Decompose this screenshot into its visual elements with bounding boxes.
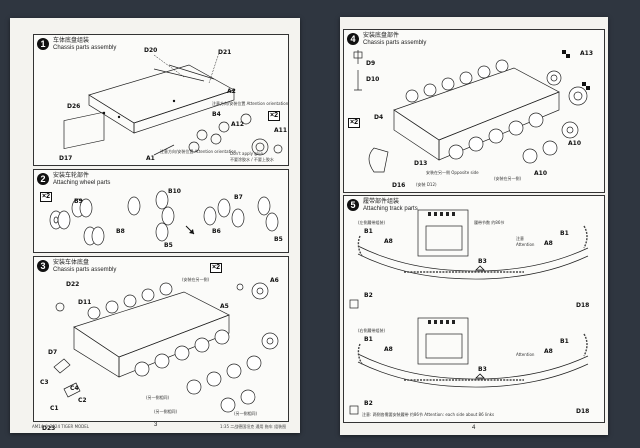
page-number: 3	[154, 422, 158, 428]
track-part-label: B1	[364, 336, 373, 343]
part-label: D26	[67, 103, 81, 110]
track-part-label: A8	[384, 238, 393, 245]
assembly-note: 注意方向/安装位置 Attention orientation	[212, 101, 289, 106]
chassis-assembly-drawing	[353, 50, 590, 173]
track-part-label: D18	[576, 408, 590, 415]
part-label: D9	[366, 60, 376, 67]
track-part-label: B1	[364, 228, 373, 235]
page-footer-left: AM14 © 2024 TIGER MODEL	[32, 424, 90, 429]
part-label: C4	[70, 385, 79, 392]
part-label: D20	[144, 47, 158, 54]
track-part-label: B3	[478, 366, 487, 373]
step-number: 1	[37, 38, 49, 50]
part-label: A1	[146, 155, 155, 162]
assembly-note: (另一侧相同)	[154, 409, 178, 414]
quantity-badge: ×2	[268, 111, 280, 121]
step-number: 4	[347, 33, 359, 45]
assembly-note: (安装在另一侧)	[182, 277, 210, 282]
part-label: B6	[212, 228, 221, 235]
part-label: D17	[59, 155, 73, 162]
page-number: 4	[472, 425, 476, 431]
track-part-label: B3	[478, 258, 487, 265]
page-footer-right: 1:35 二战德国坦克 通用 拖车 组装图	[220, 424, 287, 429]
track-part-label: B1	[560, 230, 569, 237]
assembly-note: (另一侧相同)	[146, 395, 170, 400]
part-label: B5	[274, 236, 283, 243]
part-label: B9	[74, 198, 83, 205]
part-label: D22	[66, 281, 80, 288]
assembly-note: 不要涂胶水 / 不要上胶水	[230, 157, 274, 162]
track-part-label: A8	[384, 346, 393, 353]
part-label: D23	[42, 425, 56, 432]
step-number: 2	[37, 173, 49, 185]
assembly-note: 安装在另一侧 Opposite side	[426, 170, 479, 175]
assembly-note: (安装 D12)	[416, 182, 437, 187]
part-label: D10	[366, 76, 380, 83]
track-assembly-drawing	[349, 209, 589, 415]
part-label: C3	[40, 379, 49, 386]
assembly-note: (另一侧相同)	[234, 411, 258, 416]
quantity-badge: ×2	[40, 192, 52, 202]
part-label: B7	[234, 194, 243, 201]
part-label: B5	[164, 242, 173, 249]
part-label: A10	[534, 170, 547, 177]
track-count-note: 履带节数 约86节	[474, 220, 505, 225]
part-label: C1	[50, 405, 59, 412]
step-number: 5	[347, 199, 359, 211]
track-part-label: B2	[364, 400, 373, 407]
part-label: D7	[48, 349, 58, 356]
part-label: A5	[220, 303, 229, 310]
part-label: D4	[374, 114, 384, 121]
part-label: A11	[274, 127, 287, 134]
track-note: (右侧履带组装)	[358, 328, 386, 333]
part-label: A10	[568, 140, 581, 147]
part-label: C2	[78, 397, 87, 404]
assembly-note: 注意方向/安装位置 Attention orientation	[160, 149, 237, 154]
track-part-label: B1	[560, 338, 569, 345]
quantity-badge: ×2	[348, 118, 360, 128]
attention-note: Attention	[516, 352, 535, 357]
attention-note: Attention	[516, 242, 535, 247]
step-number: 3	[37, 260, 49, 272]
part-label: A2	[227, 88, 236, 95]
assembly-note: (安装在另一侧)	[494, 176, 522, 181]
quantity-badge: ×2	[210, 263, 222, 273]
part-label: D21	[218, 49, 232, 56]
part-label: A6	[270, 277, 279, 284]
part-label: B4	[212, 111, 221, 118]
chassis-hull-drawing	[63, 52, 283, 156]
track-part-label: B2	[364, 292, 373, 299]
chassis-with-wheels-drawing	[53, 282, 279, 413]
part-label: B8	[116, 228, 125, 235]
wheel-sets-drawing	[49, 190, 279, 246]
part-label: A12	[231, 121, 244, 128]
track-part-label: D18	[576, 302, 590, 309]
part-label: A13	[580, 50, 593, 57]
part-label: D11	[78, 299, 92, 306]
track-part-label: A8	[544, 240, 553, 247]
assembly-note: Don't apply glue	[230, 151, 263, 156]
attention-label: 注意	[516, 236, 524, 241]
track-count-note: 注意: 两侧各需要安装履带 约86节 Attention: each side …	[362, 412, 495, 417]
track-part-label: A8	[544, 348, 553, 355]
part-label: D16	[392, 182, 406, 189]
part-label: D13	[414, 160, 428, 167]
part-label: B10	[168, 188, 181, 195]
track-note: (左侧履带组装)	[358, 220, 386, 225]
